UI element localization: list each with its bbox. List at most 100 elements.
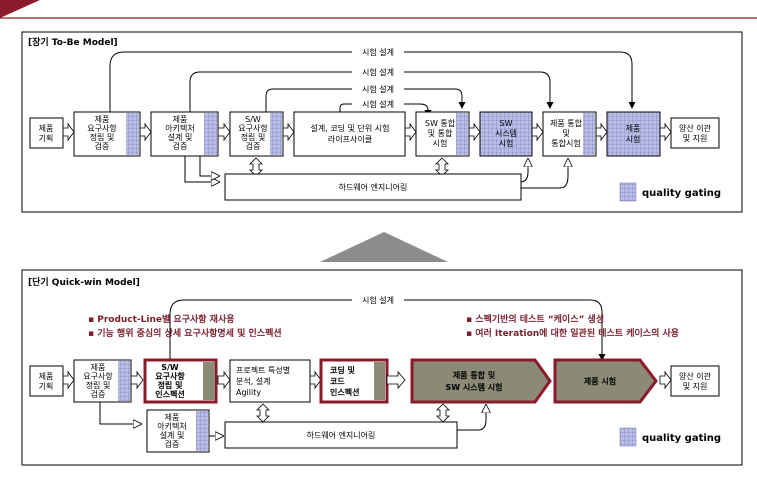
bottom-hw-box: [224, 421, 458, 449]
top-design-label-3: 시험 설계: [362, 84, 394, 94]
svg-text:프로젝트 특성별: 프로젝트 특성별: [236, 365, 290, 375]
svg-text:양산 이관: 양산 이관: [679, 123, 712, 133]
svg-text:시험: 시험: [626, 135, 641, 144]
quality-gate-marker: [374, 362, 385, 400]
quality-gate-marker: [270, 113, 282, 155]
bottom-box-coding-inspection: 코딩 및 코드 인스펙션: [319, 358, 389, 404]
top-box-product-integration: 제품 통합 및 통합시험: [542, 111, 597, 157]
top-design-label-2: 시험 설계: [362, 67, 394, 77]
svg-text:및 지원: 및 지원: [683, 133, 708, 143]
top-legend-swatch: [619, 182, 637, 202]
svg-text:정립 및: 정립 및: [90, 132, 115, 142]
top-legend-label: quality gating: [642, 188, 721, 199]
svg-text:S/W: S/W: [161, 363, 179, 372]
svg-text:제품: 제품: [91, 363, 106, 372]
bottom-hw-vertical-arrows: [256, 403, 450, 423]
bottom-panel: [단기 Quick-win Model] 시험 설계 ▪ Product-Lin…: [21, 269, 743, 466]
svg-text:및 지원: 및 지원: [683, 381, 708, 391]
bottom-box-sw-integration: 제품 통합 및 SW 시스템 시험: [410, 358, 552, 404]
svg-text:Agility: Agility: [236, 388, 261, 397]
bottom-flow-arrows: [62, 370, 672, 390]
svg-text:요구사항: 요구사항: [83, 372, 113, 381]
bottom-legend-label: quality gating: [642, 433, 721, 444]
bottom-box-sw-requirements: S/W 요구사항 정립 및 인스펙션: [143, 358, 218, 404]
quality-gate-marker: [196, 411, 208, 451]
bottom-box-architecture: 제품 아키텍처 설계 및 검증: [146, 409, 210, 453]
bottom-bullet-right-1: ▪ 스펙기반의 테스트 “케이스” 생성: [466, 313, 604, 325]
svg-text:코드: 코드: [330, 377, 345, 386]
svg-text:제품: 제품: [95, 115, 110, 124]
quality-gate-marker: [118, 361, 130, 401]
svg-text:제품: 제품: [39, 124, 54, 133]
top-hw-box: [224, 173, 522, 201]
svg-text:인스펙션: 인스펙션: [155, 389, 184, 399]
svg-text:분석, 설계: 분석, 설계: [236, 376, 271, 386]
top-box-sw-integration: SW 통합 및 통합 시험: [415, 111, 470, 157]
top-box-mass-production: 양산 이관 및 지원: [670, 117, 720, 149]
svg-text:정립 및: 정립 및: [241, 132, 266, 142]
svg-text:S/W: S/W: [245, 115, 261, 124]
bottom-bullet-right-2: ▪ 여러 Iteration에 대한 일관된 테스트 케이스의 사용: [466, 327, 679, 339]
top-panel: [장기 To-Be Model] 시험 설계 시험 설계 시험 설계 시험 설계: [21, 31, 743, 213]
top-box-plan: 제품 기획: [29, 117, 64, 149]
svg-text:정립 및: 정립 및: [158, 380, 183, 390]
svg-text:통합시험: 통합시험: [551, 139, 580, 148]
svg-text:기획: 기획: [39, 381, 54, 391]
svg-text:및 통합: 및 통합: [428, 128, 453, 138]
svg-text:인스펙션: 인스펙션: [330, 387, 359, 397]
quality-gate-marker: [203, 362, 215, 400]
quality-gate-marker: [126, 113, 139, 155]
header-corner-triangle: [0, 0, 40, 18]
svg-text:검증: 검증: [173, 141, 188, 151]
bottom-legend-swatch: [619, 427, 637, 447]
svg-text:및: 및: [562, 128, 569, 138]
transition-triangle: [320, 232, 448, 262]
top-flow-arrows: [62, 122, 672, 142]
svg-text:제품: 제품: [173, 115, 188, 124]
quality-gate-marker: [583, 113, 595, 155]
svg-text:제품: 제품: [626, 124, 641, 133]
svg-text:설계 및: 설계 및: [160, 430, 185, 440]
svg-text:검증: 검증: [91, 389, 106, 399]
svg-text:검증: 검증: [95, 141, 110, 151]
bottom-box-mass-production: 양산 이관 및 지원: [670, 365, 720, 397]
top-box-sw-requirements: S/W 요구사항 정립 및 검증: [229, 111, 284, 157]
svg-text:시스템: 시스템: [495, 128, 517, 138]
svg-text:설계 및: 설계 및: [168, 132, 193, 142]
svg-text:SW 통합: SW 통합: [425, 119, 456, 128]
svg-text:제품 통합 및: 제품 통합 및: [453, 370, 495, 380]
svg-text:제품: 제품: [165, 413, 180, 422]
svg-text:검증: 검증: [246, 141, 261, 151]
svg-text:라이프사이클: 라이프사이클: [328, 134, 372, 144]
bottom-bullet-left-2: ▪ 기능 행위 중심의 상세 요구사항명세 및 인스펙션: [88, 327, 282, 339]
svg-text:아키텍처: 아키텍처: [165, 123, 194, 133]
quality-gate-marker: [456, 113, 468, 155]
quality-gate-marker: [204, 113, 217, 155]
svg-text:요구사항: 요구사항: [238, 124, 268, 133]
svg-text:정립 및: 정립 및: [86, 380, 111, 390]
svg-text:제품: 제품: [39, 372, 54, 381]
svg-text:아키텍처: 아키텍처: [157, 421, 186, 431]
svg-text:코딩 및: 코딩 및: [330, 365, 355, 375]
top-design-label-4: 시험 설계: [362, 99, 394, 109]
svg-text:기획: 기획: [39, 133, 54, 143]
top-panel-title: [장기 To-Be Model]: [28, 36, 118, 48]
svg-text:시험: 시험: [499, 139, 514, 148]
bottom-box-integration-arrow: [386, 370, 406, 390]
bottom-box-requirements: 제품 요구사항 정립 및 검증: [73, 359, 132, 403]
bottom-hw-label: 하드웨어 엔지니어링: [307, 430, 376, 440]
svg-text:설계, 코딩 및 단위 시험: 설계, 코딩 및 단위 시험: [311, 123, 390, 133]
svg-text:제품 시험: 제품 시험: [584, 376, 616, 386]
top-box-dev-lifecycle: 설계, 코딩 및 단위 시험 라이프사이클: [293, 111, 406, 157]
svg-text:SW: SW: [500, 119, 513, 128]
svg-text:요구사항: 요구사항: [87, 124, 117, 133]
bottom-hw-connectors: [99, 402, 486, 436]
top-hw-label: 하드웨어 엔지니어링: [339, 182, 408, 192]
svg-text:SW 시스템 시험: SW 시스템 시험: [446, 382, 503, 392]
bottom-box-product-test: 제품 시험: [553, 358, 658, 404]
bottom-panel-title: [단기 Quick-win Model]: [28, 276, 140, 288]
bottom-box-project-analysis: 프로젝트 특성별 분석, 설계 Agility: [229, 359, 311, 403]
svg-text:제품 통합: 제품 통합: [550, 119, 583, 128]
top-design-label-1: 시험 설계: [362, 47, 394, 57]
